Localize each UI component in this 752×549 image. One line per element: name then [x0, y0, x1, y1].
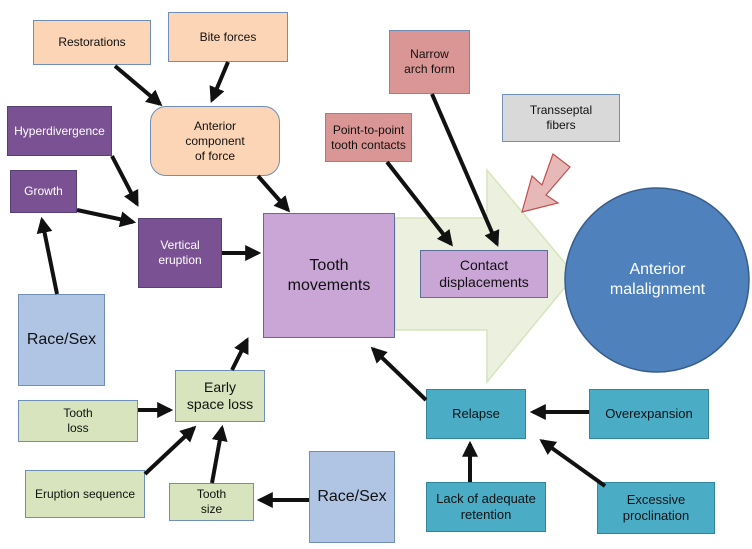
node-bite-forces: Bite forces — [168, 12, 288, 62]
node-race-sex-left: Race/Sex — [18, 294, 105, 386]
node-growth: Growth — [10, 170, 77, 213]
node-transseptal-fibers: Transseptal fibers — [502, 94, 620, 142]
node-tooth-movements: Tooth movements — [263, 213, 395, 338]
arrow-race-sex-to-growth — [36, 216, 59, 295]
arrow-bite-forces-to-anterior-component — [209, 61, 230, 103]
arrow-narrow-arch-to-contact-displacements — [430, 93, 500, 247]
node-narrow-arch-form: Narrow arch form — [389, 30, 470, 94]
node-contact-displacements: Contact displacements — [420, 250, 548, 298]
arrow-anterior-component-to-tooth-movements — [256, 174, 291, 213]
node-anterior-malalignment: Anterior malalignment — [609, 261, 706, 298]
arrow-tooth-size-to-early-space-loss — [210, 424, 228, 484]
arrow-growth-to-vertical-eruption — [76, 208, 137, 228]
node-vertical-eruption: Vertical eruption — [138, 218, 222, 288]
node-eruption-sequence: Eruption sequence — [25, 470, 145, 518]
node-lack-of-adequate-retention: Lack of adequate retention — [426, 482, 546, 532]
node-hyperdivergence: Hyperdivergence — [7, 106, 112, 156]
node-point-to-point-tooth-contacts: Point-to-point tooth contacts — [325, 113, 412, 162]
node-overexpansion: Overexpansion — [589, 389, 709, 439]
transseptal-arrow — [521, 153, 571, 213]
node-early-space-loss: Early space loss — [175, 370, 265, 422]
node-excessive-proclination: Excessive proclination — [597, 482, 715, 534]
node-tooth-loss: Tooth loss — [18, 400, 138, 442]
node-relapse: Relapse — [426, 389, 526, 439]
arrow-relapse-to-tooth-movements — [370, 346, 428, 402]
arrow-early-space-loss-to-tooth-movements — [230, 337, 249, 371]
arrow-excessive-proclination-to-relapse — [539, 439, 607, 488]
anterior-malalignment-circle — [564, 187, 750, 373]
node-restorations: Restorations — [33, 20, 151, 65]
arrow-point-contacts-to-contact-displacements — [385, 160, 453, 247]
node-anterior-component-of-force: Anterior component of force — [150, 106, 280, 176]
node-race-sex-bottom: Race/Sex — [309, 451, 395, 543]
arrow-eruption-sequence-to-early-space-loss — [143, 425, 197, 476]
node-tooth-size: Tooth size — [169, 483, 254, 521]
arrow-restorations-to-anterior-component — [113, 64, 163, 107]
arrow-hyperdivergence-to-vertical-eruption — [110, 155, 139, 207]
